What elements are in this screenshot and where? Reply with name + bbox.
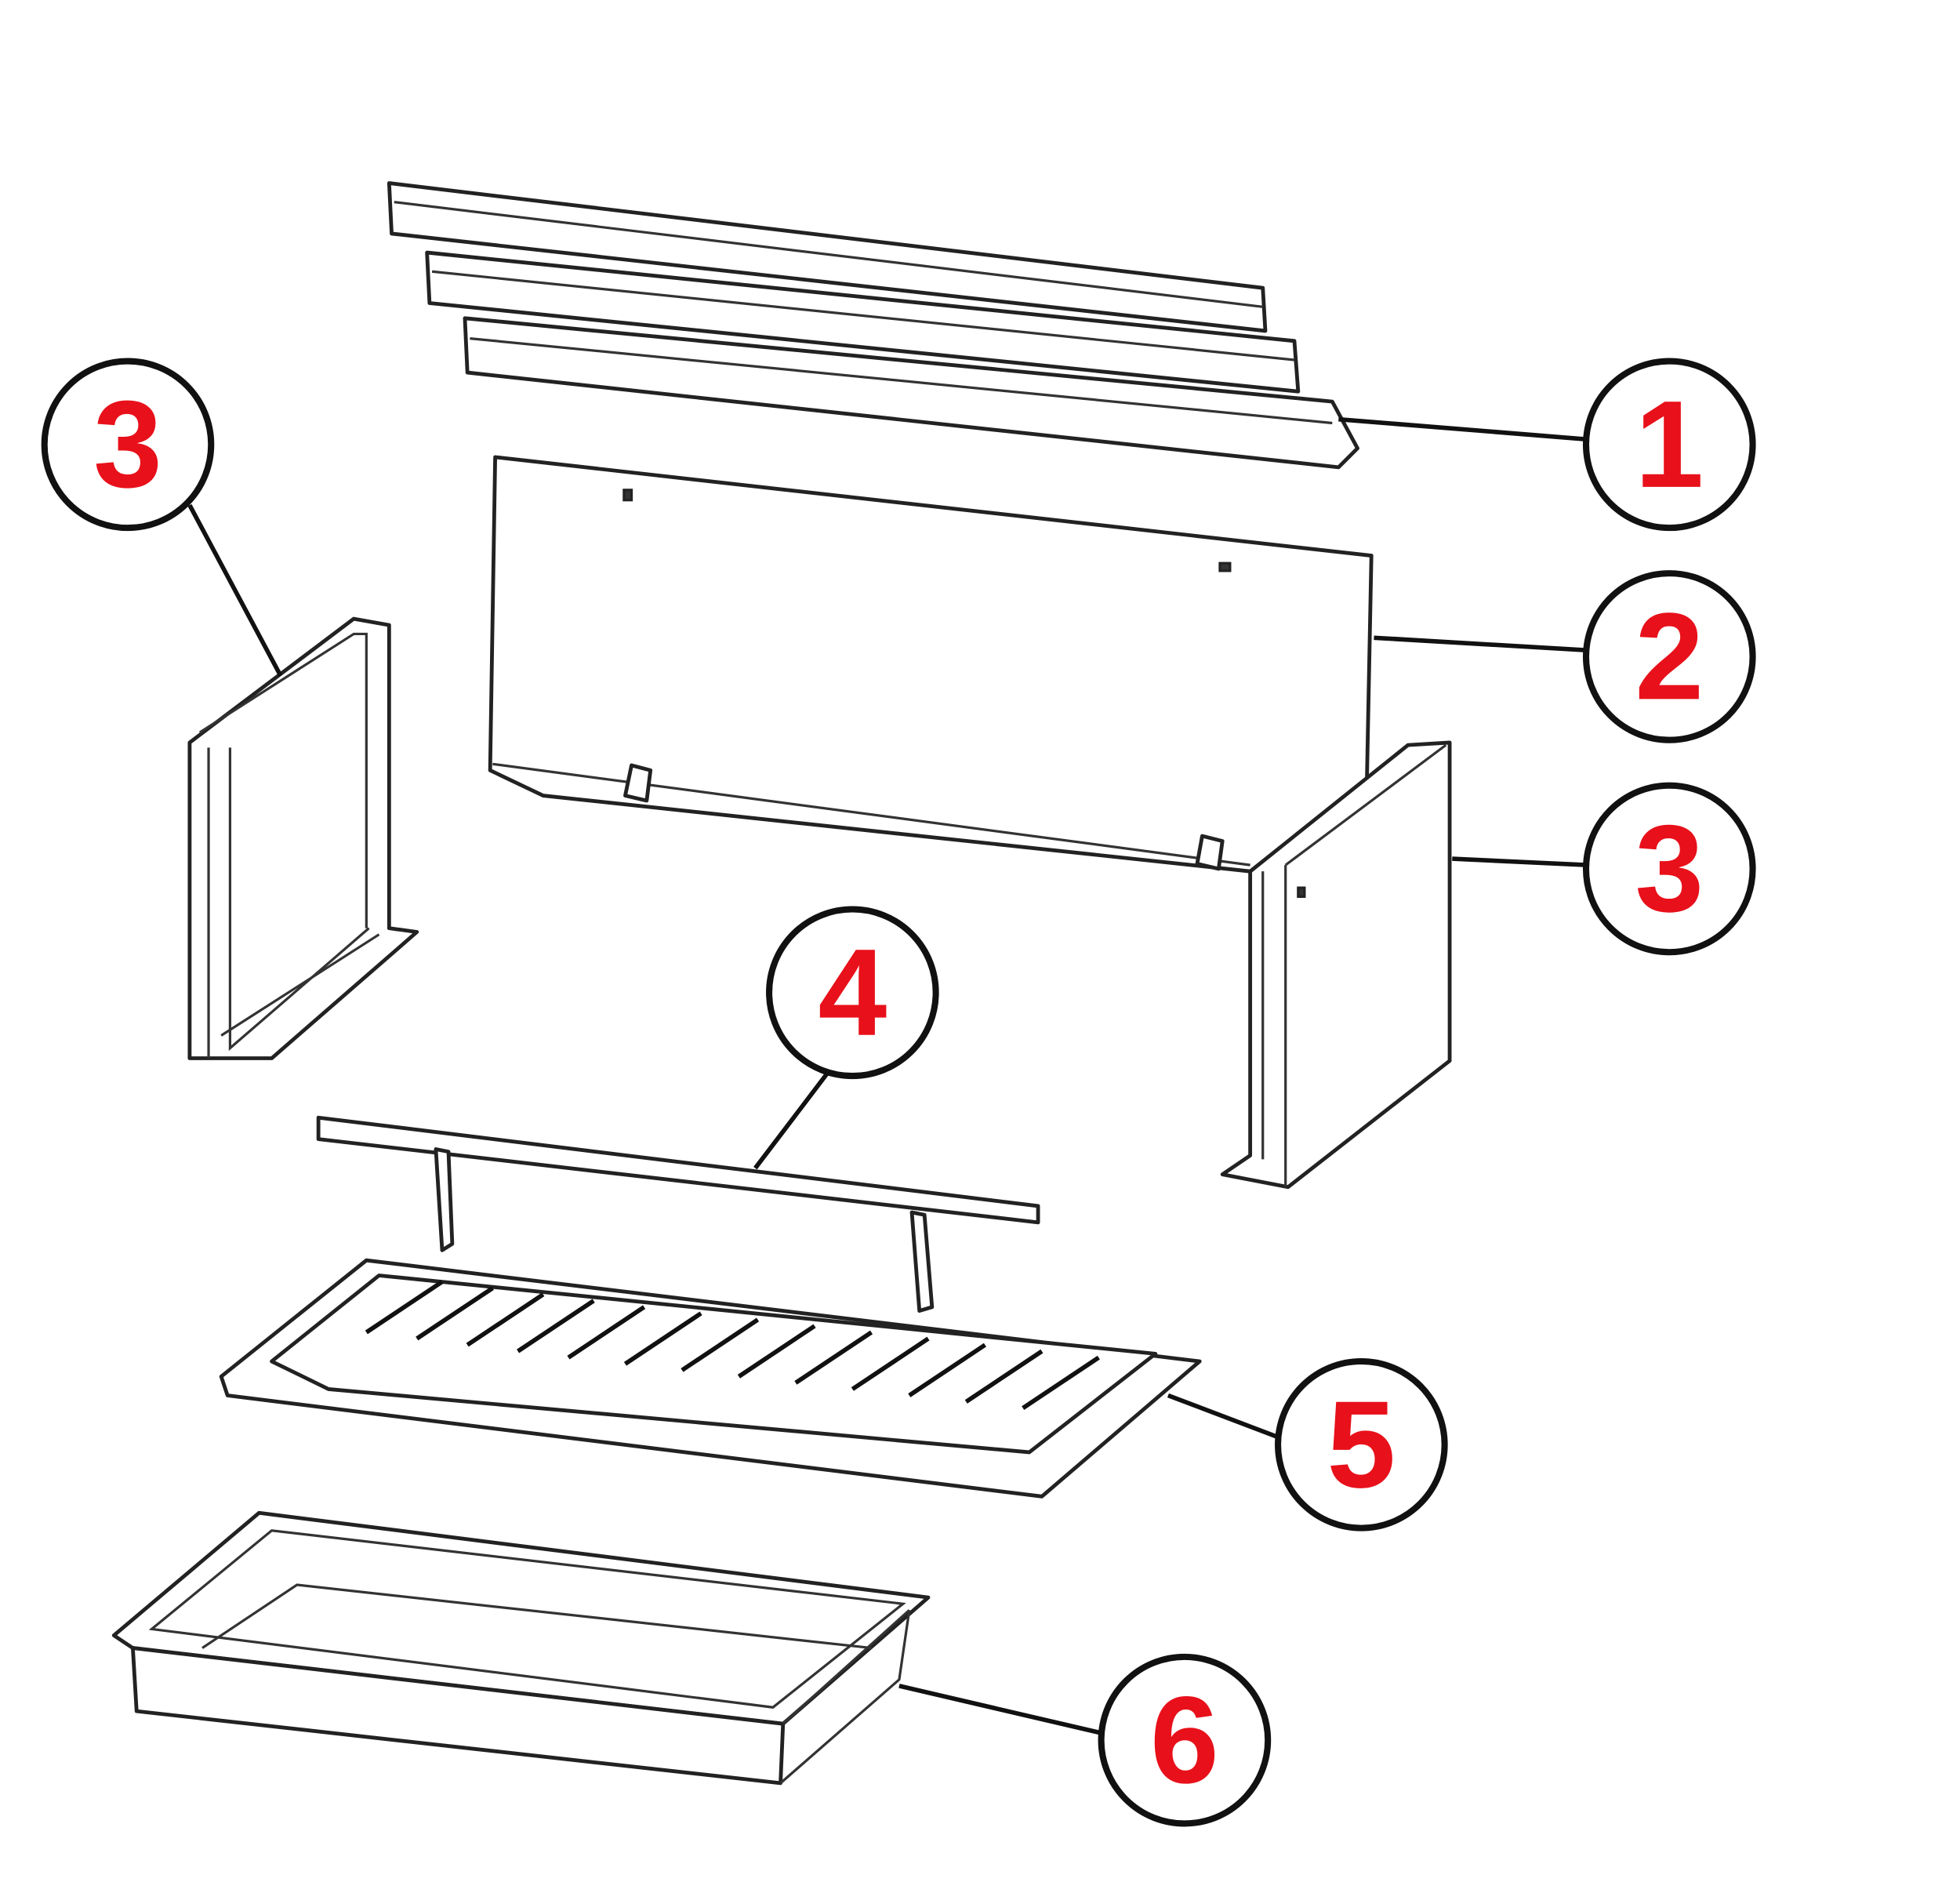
callout-5: 5	[1275, 1357, 1448, 1531]
part-3-left-side-panel	[187, 616, 419, 1060]
callout-label: 4	[818, 924, 887, 1062]
callout-label: 6	[1150, 1671, 1219, 1809]
part-5-grate	[219, 1258, 1202, 1499]
callout-label: 2	[1635, 587, 1704, 725]
grate-slots	[365, 1280, 1100, 1410]
callout-1: 1	[1582, 358, 1756, 532]
part-4-front-bar	[316, 1115, 1040, 1313]
callout-3-left: 3	[41, 358, 215, 532]
callout-3-right: 3	[1582, 782, 1756, 956]
callout-label: 5	[1327, 1375, 1396, 1513]
part-6-ash-pan	[111, 1510, 931, 1786]
callout-2: 2	[1582, 570, 1756, 743]
part-3-right-side-panel	[1220, 740, 1452, 1190]
callout-6: 6	[1098, 1653, 1272, 1827]
leader-lines	[187, 416, 1589, 1736]
callout-label: 1	[1635, 376, 1704, 514]
part-1-baffle-bars	[387, 181, 1359, 470]
part-2-back-panel	[488, 455, 1374, 874]
callout-label: 3	[93, 376, 162, 514]
callout-4: 4	[766, 906, 939, 1080]
callout-label: 3	[1635, 800, 1704, 938]
